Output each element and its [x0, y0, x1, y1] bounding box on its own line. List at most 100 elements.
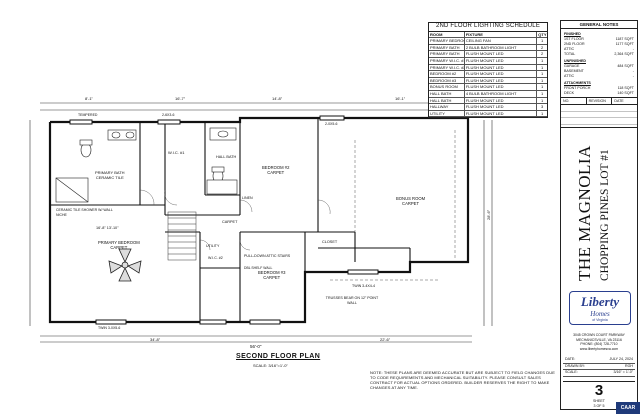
room-shower: CERAMIC TILE SHOWER W/ WALL NICHE — [56, 208, 113, 217]
door-swings — [139, 189, 331, 251]
room-bedroom3-floor: CARPET — [263, 275, 281, 280]
stairs — [167, 211, 197, 261]
disclaimer-note: NOTE: THESE PLANS ARE DEEMED ACCURATE BU… — [370, 370, 555, 390]
unfinished-item-value: - — [632, 74, 634, 78]
schedule-room: PRIMARY BATH — [429, 51, 465, 57]
schedule-fixture: 2 BULB BATHROOM LIGHT — [465, 44, 538, 51]
unfinished-label: UNFINISHED — [564, 59, 586, 63]
logo-sub: Homes — [590, 310, 610, 318]
schedule-qty: 1 — [541, 110, 544, 116]
schedule-qty: 1 — [541, 64, 544, 70]
meta-item-value: RGH — [625, 363, 633, 368]
attachment-item-value: 140 SQFT — [617, 91, 634, 95]
finished-item-label: TOTAL — [564, 52, 576, 56]
schedule-room: BONUS ROOM — [429, 84, 465, 90]
schedule-fixture: FLUSH MOUNT LED — [465, 51, 538, 57]
dim-bottom-1: 34'-8" — [150, 337, 161, 342]
finished-item-value: - — [632, 47, 634, 51]
sheet-number-box: 3 SHEET 3 OF 5 — [563, 381, 635, 408]
sheet-label: SHEET — [593, 399, 605, 403]
lot-name: CHOPPING PINES LOT #1 — [599, 149, 611, 281]
address-line: PHONE: (804) 728-7710 — [580, 342, 618, 346]
room-wic2: W.I.C. #2 — [208, 256, 223, 260]
schedule-qty: 1 — [541, 97, 544, 103]
sheet-number: 3 — [594, 382, 604, 399]
finished-item-label: 1ST FLOOR — [564, 37, 584, 41]
schedule-room: PRIMARY BEDROOM — [430, 38, 465, 44]
knee-wall-label: TWIN 3-4X4-4 — [352, 284, 375, 288]
attachment-item-label: FRONT PORCH — [564, 86, 591, 90]
dimension-lines — [29, 102, 493, 343]
dim-bottom-2: 22'-6" — [380, 337, 391, 342]
finished-item: ATTIC - — [564, 47, 634, 52]
lighting-schedule-header: ROOM FIXTURE QTY — [429, 31, 547, 39]
meta-item-value: JULY 24, 2024 — [609, 357, 633, 361]
address-line: MECHANICSVILLE, VA 23116 — [576, 337, 622, 342]
finished-item: TOTAL 2,364 SQFT — [564, 52, 634, 57]
room-primary-bath-label: PRIMARY BATH — [95, 170, 125, 175]
room-wic1: W.I.C. #1 — [168, 150, 185, 155]
schedule-fixture: FLUSH MOUNT LED — [465, 110, 538, 117]
attachments-label: ATTACHMENTS — [564, 81, 591, 85]
finished-item-label: ATTIC — [564, 47, 575, 51]
unfinished-item: ATTIC - — [564, 74, 634, 79]
vertical-title: THE MAGNOLIA CHOPPING PINES LOT #1 — [567, 145, 631, 281]
address-line: www.libertyhomesva.com — [579, 346, 619, 351]
finished-item-label: 2ND FLOOR — [564, 42, 585, 46]
finished-item-value: 2,364 SQFT — [614, 52, 634, 56]
dim-top-2: 16'-7" — [175, 96, 186, 101]
schedule-qty: 1 — [541, 57, 544, 63]
builder-address: 3045 CROWN COURT PARKWAY MECHANICSVILLE,… — [563, 333, 635, 351]
dim-top-3: 14'-8" — [272, 96, 283, 101]
room-bedroom3-label: BEDROOM #3 — [258, 270, 286, 275]
dim-top-4: 16'-1" — [395, 96, 406, 101]
rev-no: NO. — [561, 98, 587, 104]
window-tag-twin: TWIN 3-0X5-6 — [98, 326, 121, 330]
model-name: THE MAGNOLIA — [575, 145, 594, 281]
schedule-room: PRIMARY W.I.C. #2 — [430, 64, 465, 71]
col-room: ROOM — [429, 31, 465, 38]
room-primary-bedroom: PRIMARY BEDROOM CARPET — [98, 240, 140, 250]
window-tag-size-2: 2-0X5-6 — [325, 122, 338, 126]
room-shelf: DBL SHELF WALL — [244, 266, 273, 270]
window-tag-tempered: TEMPERED — [78, 113, 98, 117]
unfinished-item-label: GARAGE — [564, 64, 580, 68]
room-bonus-label: BONUS ROOM — [396, 196, 426, 201]
schedule-fixture: FLUSH MOUNT LED — [465, 84, 538, 90]
logo-tag: of Virginia — [592, 318, 608, 322]
truss-lines — [330, 130, 456, 281]
schedule-qty: 1 — [541, 84, 544, 90]
unfinished-item-label: ATTIC — [564, 74, 575, 78]
meta-item-label: SCALE: — [565, 370, 578, 374]
schedule-room: PRIMARY W.I.C. #1 — [430, 57, 465, 64]
interior-walls — [50, 118, 411, 322]
schedule-fixture: FLUSH MOUNT LED — [465, 77, 538, 84]
rev-revision: REVISION — [587, 98, 613, 104]
meta-item-label: DATE: — [565, 357, 576, 361]
schedule-qty: 2 — [541, 44, 544, 50]
meta-item-value: 3/16" = 1'-0" — [613, 370, 633, 374]
schedule-qty: 1 — [541, 77, 544, 83]
schedule-room: HALLWAY — [429, 104, 465, 110]
schedule-room: UTILITY — [429, 110, 465, 117]
room-linen: LINEN — [242, 196, 253, 200]
meta-item: SCALE: 3/16" = 1'-0" — [563, 370, 635, 377]
room-hall-bath: HALL BATH — [216, 155, 237, 159]
revision-table-header: NO. REVISION DATE — [561, 97, 637, 105]
